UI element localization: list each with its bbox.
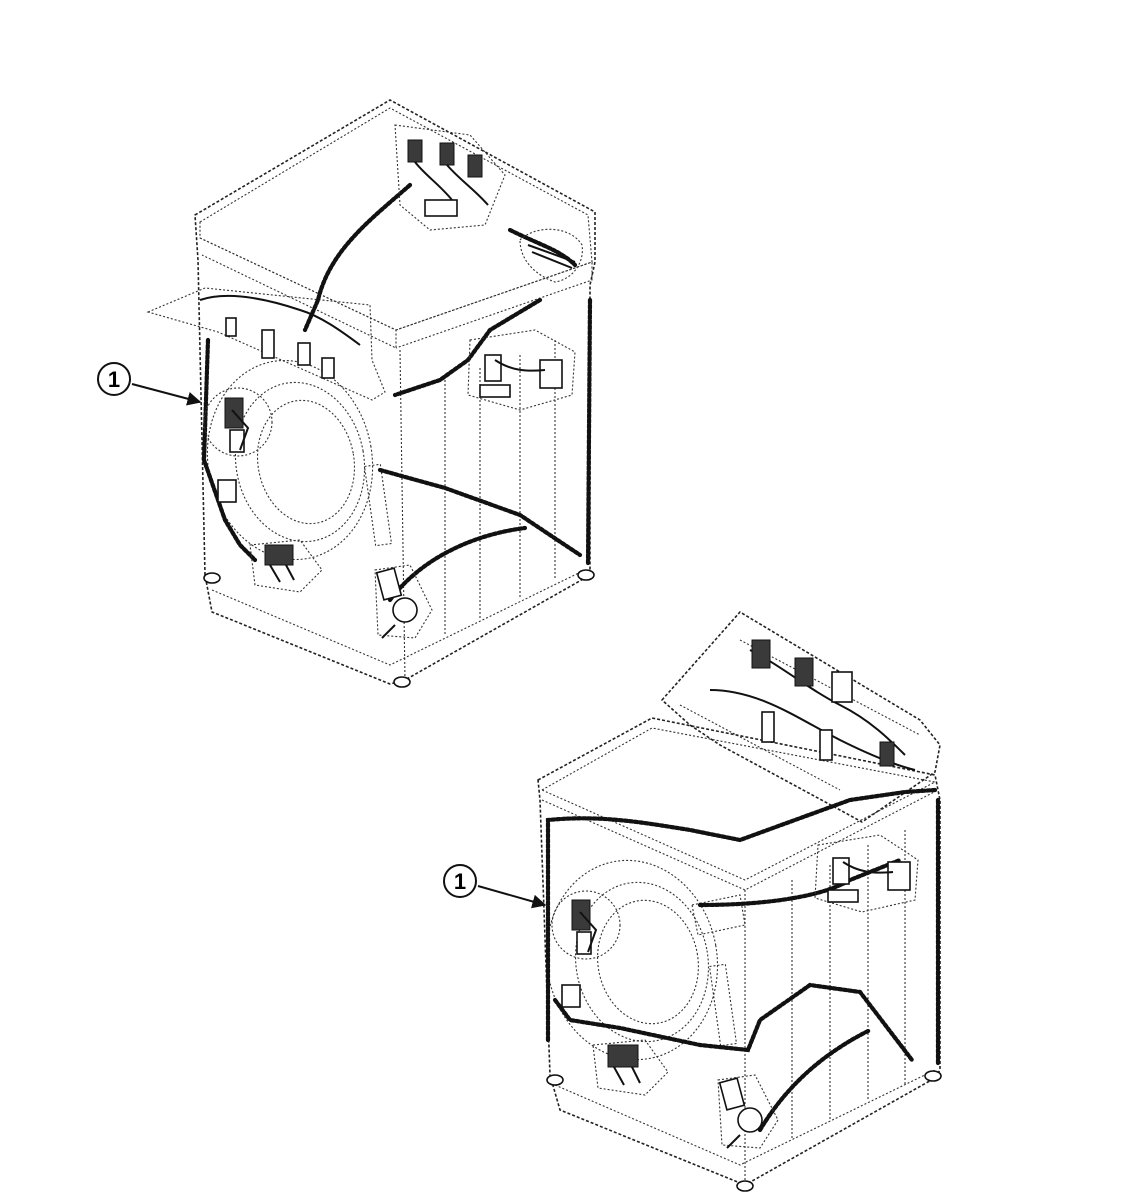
dispenser-drawer [691, 894, 746, 936]
side-ribs [791, 830, 906, 1140]
dispenser-vent [363, 463, 393, 547]
harness-bracket-right [519, 228, 583, 283]
harness-console-route [697, 857, 903, 908]
door-glass [256, 399, 356, 525]
foot-right [924, 1070, 942, 1082]
motor-control-board [249, 539, 323, 593]
harness-left-route [201, 337, 258, 563]
harness-bottom-route [757, 1027, 873, 1133]
callout-number: 1 [454, 869, 466, 894]
harness-bottom-route [387, 525, 528, 603]
callout-1-bottom: 1 [443, 864, 547, 909]
control-panel-wiring [199, 294, 361, 379]
toe-kick [211, 569, 586, 666]
top-surface [540, 727, 937, 881]
door-outer [545, 859, 719, 1061]
harness-center-route [377, 467, 583, 558]
drain-pump [717, 1074, 779, 1149]
harness-top-route [302, 182, 413, 333]
valve-cluster-right [814, 834, 919, 913]
side-edge [399, 349, 406, 681]
console-wiring [709, 639, 916, 771]
cabinet-outline [194, 99, 596, 685]
callout-1-top: 1 [97, 362, 202, 406]
toe-kick [554, 1069, 936, 1166]
door-glass [597, 899, 699, 1025]
door-inner [574, 881, 710, 1043]
harness-front-route [545, 787, 938, 1043]
door-inner [234, 381, 366, 543]
motor-control-board [592, 1039, 669, 1096]
door-outer [206, 359, 374, 561]
foot-left [203, 572, 221, 584]
console-backsplash [661, 611, 941, 823]
pressure-switch [217, 479, 237, 503]
foot-right [577, 569, 595, 581]
foot-front [736, 1180, 754, 1192]
washer-top: 1 [97, 99, 596, 688]
callout-bubble [97, 362, 131, 396]
control-board-top [394, 124, 506, 231]
lid-side-edge [395, 261, 593, 349]
callout-leader [477, 885, 547, 909]
harness-drop-right [585, 297, 593, 568]
foot-front [393, 676, 411, 688]
door-lock [551, 890, 621, 960]
washer-bottom: 1 [443, 611, 942, 1192]
pressure-switch [561, 984, 581, 1008]
callout-bubble [443, 864, 477, 898]
valve-cluster-right [467, 329, 576, 411]
drain-pump [374, 564, 433, 639]
callout-leader [131, 383, 202, 406]
control-panel [146, 287, 386, 401]
door-lock [203, 387, 273, 457]
foot-left [546, 1074, 564, 1086]
dispenser-vent [708, 963, 738, 1047]
cabinet-outline [537, 717, 941, 1186]
side-ribs [444, 340, 556, 635]
harness-mid-route [552, 982, 915, 1063]
lid-front-edge [199, 237, 397, 349]
callout-number: 1 [108, 367, 120, 392]
